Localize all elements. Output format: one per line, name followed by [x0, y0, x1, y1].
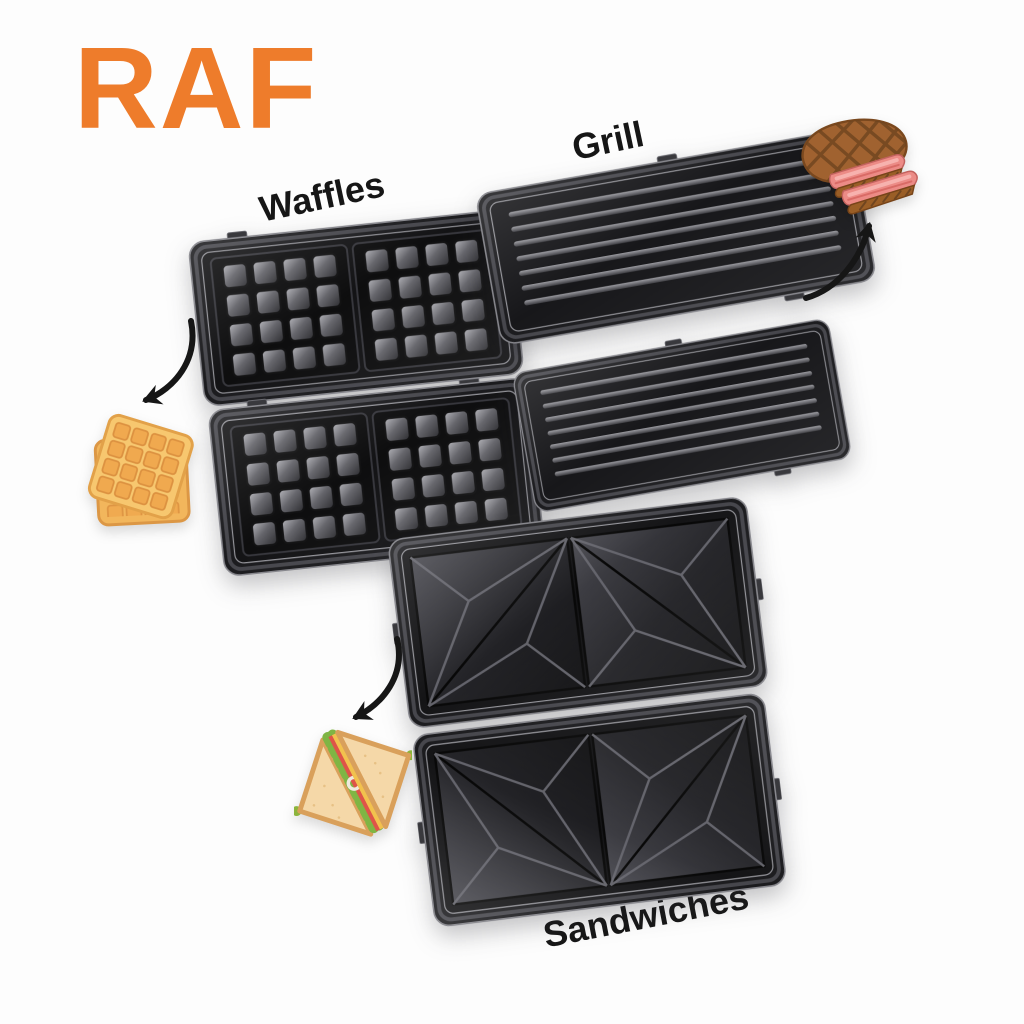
brand-logo: RAF [74, 23, 319, 153]
sandwich-icon [294, 726, 412, 848]
grilled-steak-icon [788, 106, 924, 216]
arrow-to-waffle [142, 318, 196, 405]
waffle-icon [82, 412, 200, 530]
arrow-to-sandwich [352, 636, 402, 720]
sandwich-plate-bottom [405, 685, 794, 936]
